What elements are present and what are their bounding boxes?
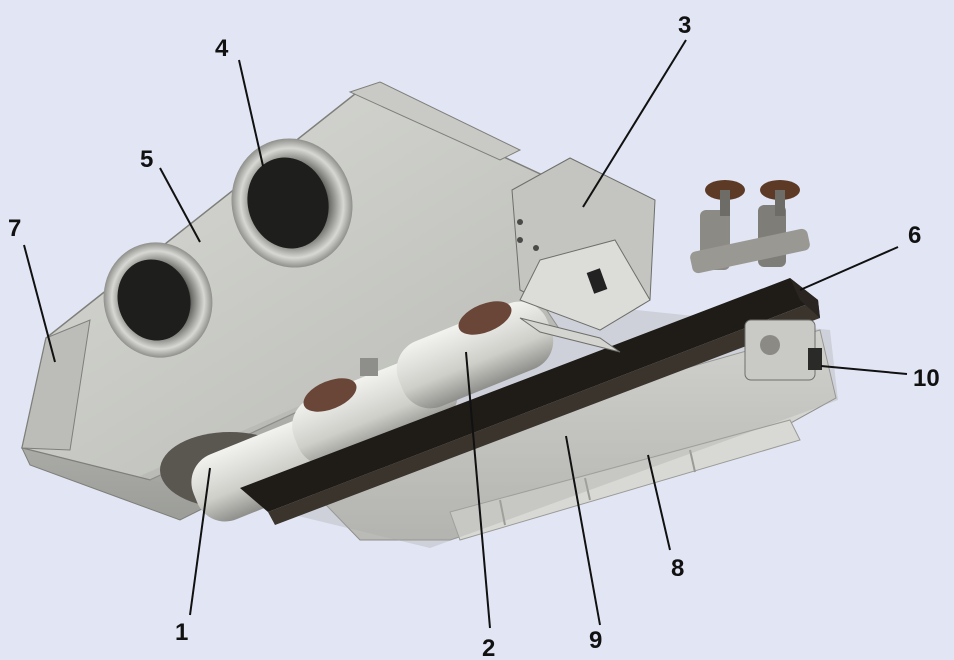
leader-line-2 xyxy=(465,351,491,629)
leader-line-9 xyxy=(565,435,601,626)
callout-labels: 1 2 3 4 5 6 7 8 9 10 xyxy=(8,12,940,660)
callout-2: 2 xyxy=(482,635,495,660)
leader-lines xyxy=(23,39,908,629)
mounting-bracket xyxy=(240,278,820,525)
callout-5: 5 xyxy=(140,146,153,173)
air-spigot-5 xyxy=(103,242,213,358)
leader-line-10 xyxy=(820,365,908,375)
callout-8: 8 xyxy=(671,555,684,582)
leader-line-6 xyxy=(799,246,899,291)
callout-9: 9 xyxy=(589,627,602,654)
callout-7: 7 xyxy=(8,215,21,242)
callout-3: 3 xyxy=(678,12,691,39)
valve-assembly xyxy=(690,180,822,381)
leader-line-4 xyxy=(238,59,264,167)
drain-pan xyxy=(299,329,837,541)
fan-assembly xyxy=(160,301,554,522)
electrical-box xyxy=(511,157,656,353)
leader-line-1 xyxy=(189,467,211,616)
leader-line-8 xyxy=(647,454,671,551)
air-spigot-4 xyxy=(231,138,353,268)
leader-line-5 xyxy=(159,167,201,243)
callout-4: 4 xyxy=(215,35,229,62)
callout-6: 6 xyxy=(908,222,921,249)
leader-line-3 xyxy=(582,39,687,208)
callout-1: 1 xyxy=(175,619,188,646)
callout-10: 10 xyxy=(913,365,940,392)
leader-line-7 xyxy=(23,244,56,363)
